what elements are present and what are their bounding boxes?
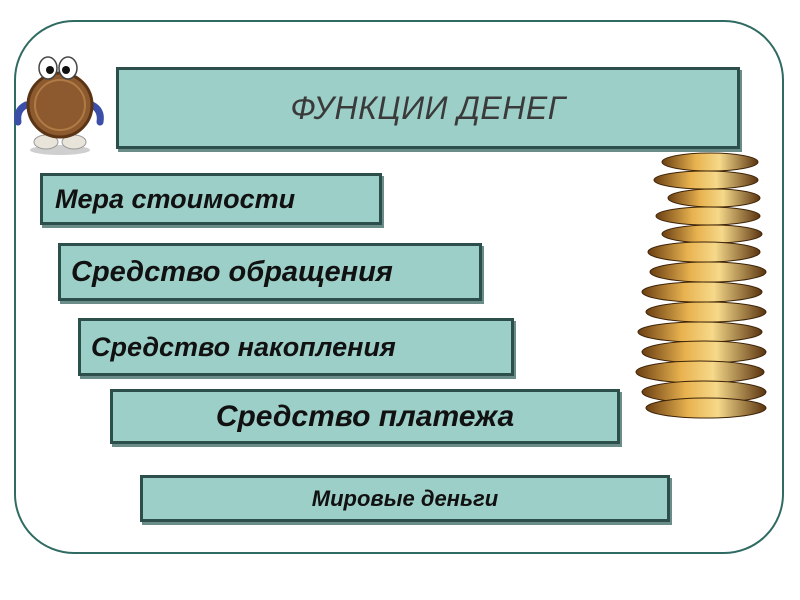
coin-mascot-icon <box>14 56 104 155</box>
coin-stack-icon <box>635 152 767 419</box>
function-medium-of-exchange: Средство обращения <box>58 243 482 301</box>
function-measure-of-value: Мера стоимости <box>40 173 382 225</box>
slide-title: ФУНКЦИИ ДЕНЕГ <box>116 67 740 149</box>
function-world-money: Мировые деньги <box>140 475 670 522</box>
function-store-of-value: Средство накопления <box>78 318 514 376</box>
function-means-of-payment: Средство платежа <box>110 389 620 444</box>
